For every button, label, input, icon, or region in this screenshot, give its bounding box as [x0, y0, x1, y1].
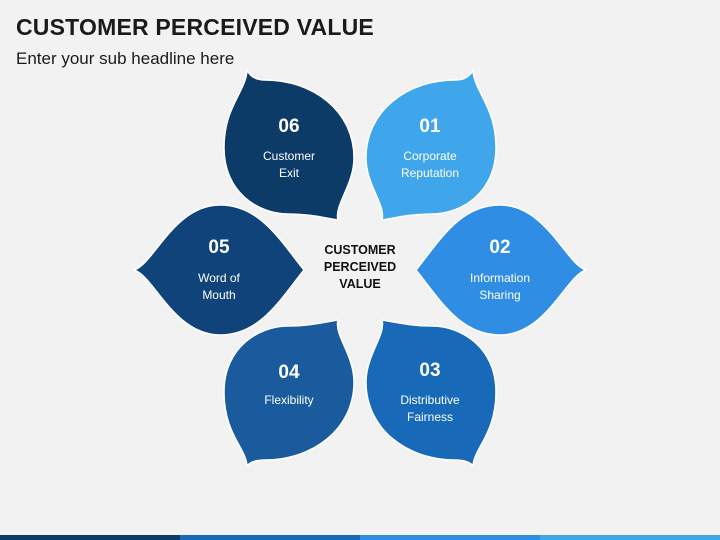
petal-label-05-line-2: Mouth: [202, 288, 235, 302]
petal-label-03-line-1: Distributive: [400, 393, 460, 407]
bottom-bar-segment-3: [360, 535, 540, 540]
page-subtitle: Enter your sub headline here: [16, 49, 235, 68]
petal-label-06-line-2: Exit: [279, 166, 300, 180]
bottom-bar-segment-4: [540, 535, 720, 540]
petal-number-01: 01: [419, 116, 441, 137]
center-line-1: CUSTOMER: [324, 243, 395, 257]
petal-label-01-line-1: Corporate: [403, 149, 457, 163]
page-title: CUSTOMER PERCEIVED VALUE: [16, 14, 374, 40]
petal-number-05: 05: [208, 237, 230, 258]
petal-shape-03: [365, 319, 497, 467]
petal-number-03: 03: [419, 360, 440, 381]
petal-04: 04 Flexibility: [223, 319, 355, 467]
petal-03: 03 Distributive Fairness: [365, 319, 497, 467]
petal-02: 02 Information Sharing: [415, 204, 587, 336]
bottom-bar-segment-2: [180, 535, 360, 540]
petal-label-02-line-1: Information: [470, 271, 530, 285]
petal-01: 01 Corporate Reputation: [365, 69, 497, 221]
petal-label-01-line-2: Reputation: [401, 166, 459, 180]
petal-number-04: 04: [278, 362, 300, 383]
bottom-bar-segment-1: [0, 535, 180, 540]
petal-number-02: 02: [489, 237, 510, 258]
center-label: CUSTOMER PERCEIVED VALUE: [324, 243, 396, 291]
petal-05: 05 Word of Mouth: [133, 204, 305, 336]
petal-label-05-line-1: Word of: [198, 271, 240, 285]
petal-label-03-line-2: Fairness: [407, 410, 453, 424]
petal-label-04-line-1: Flexibility: [264, 393, 313, 407]
center-line-2: PERCEIVED: [324, 260, 396, 274]
petal-label-06-line-1: Customer: [263, 149, 315, 163]
petal-shape-04: [223, 319, 355, 467]
petal-shape-06: [223, 69, 355, 221]
petal-shape-01: [365, 69, 497, 221]
petal-shape-05: [133, 204, 305, 336]
petal-shape-02: [415, 204, 587, 336]
petal-06: 06 Customer Exit: [223, 69, 355, 221]
petal-label-02-line-2: Sharing: [479, 288, 520, 302]
bottom-accent-bar: [0, 535, 720, 540]
center-line-3: VALUE: [339, 277, 380, 291]
petal-number-06: 06: [278, 116, 299, 137]
